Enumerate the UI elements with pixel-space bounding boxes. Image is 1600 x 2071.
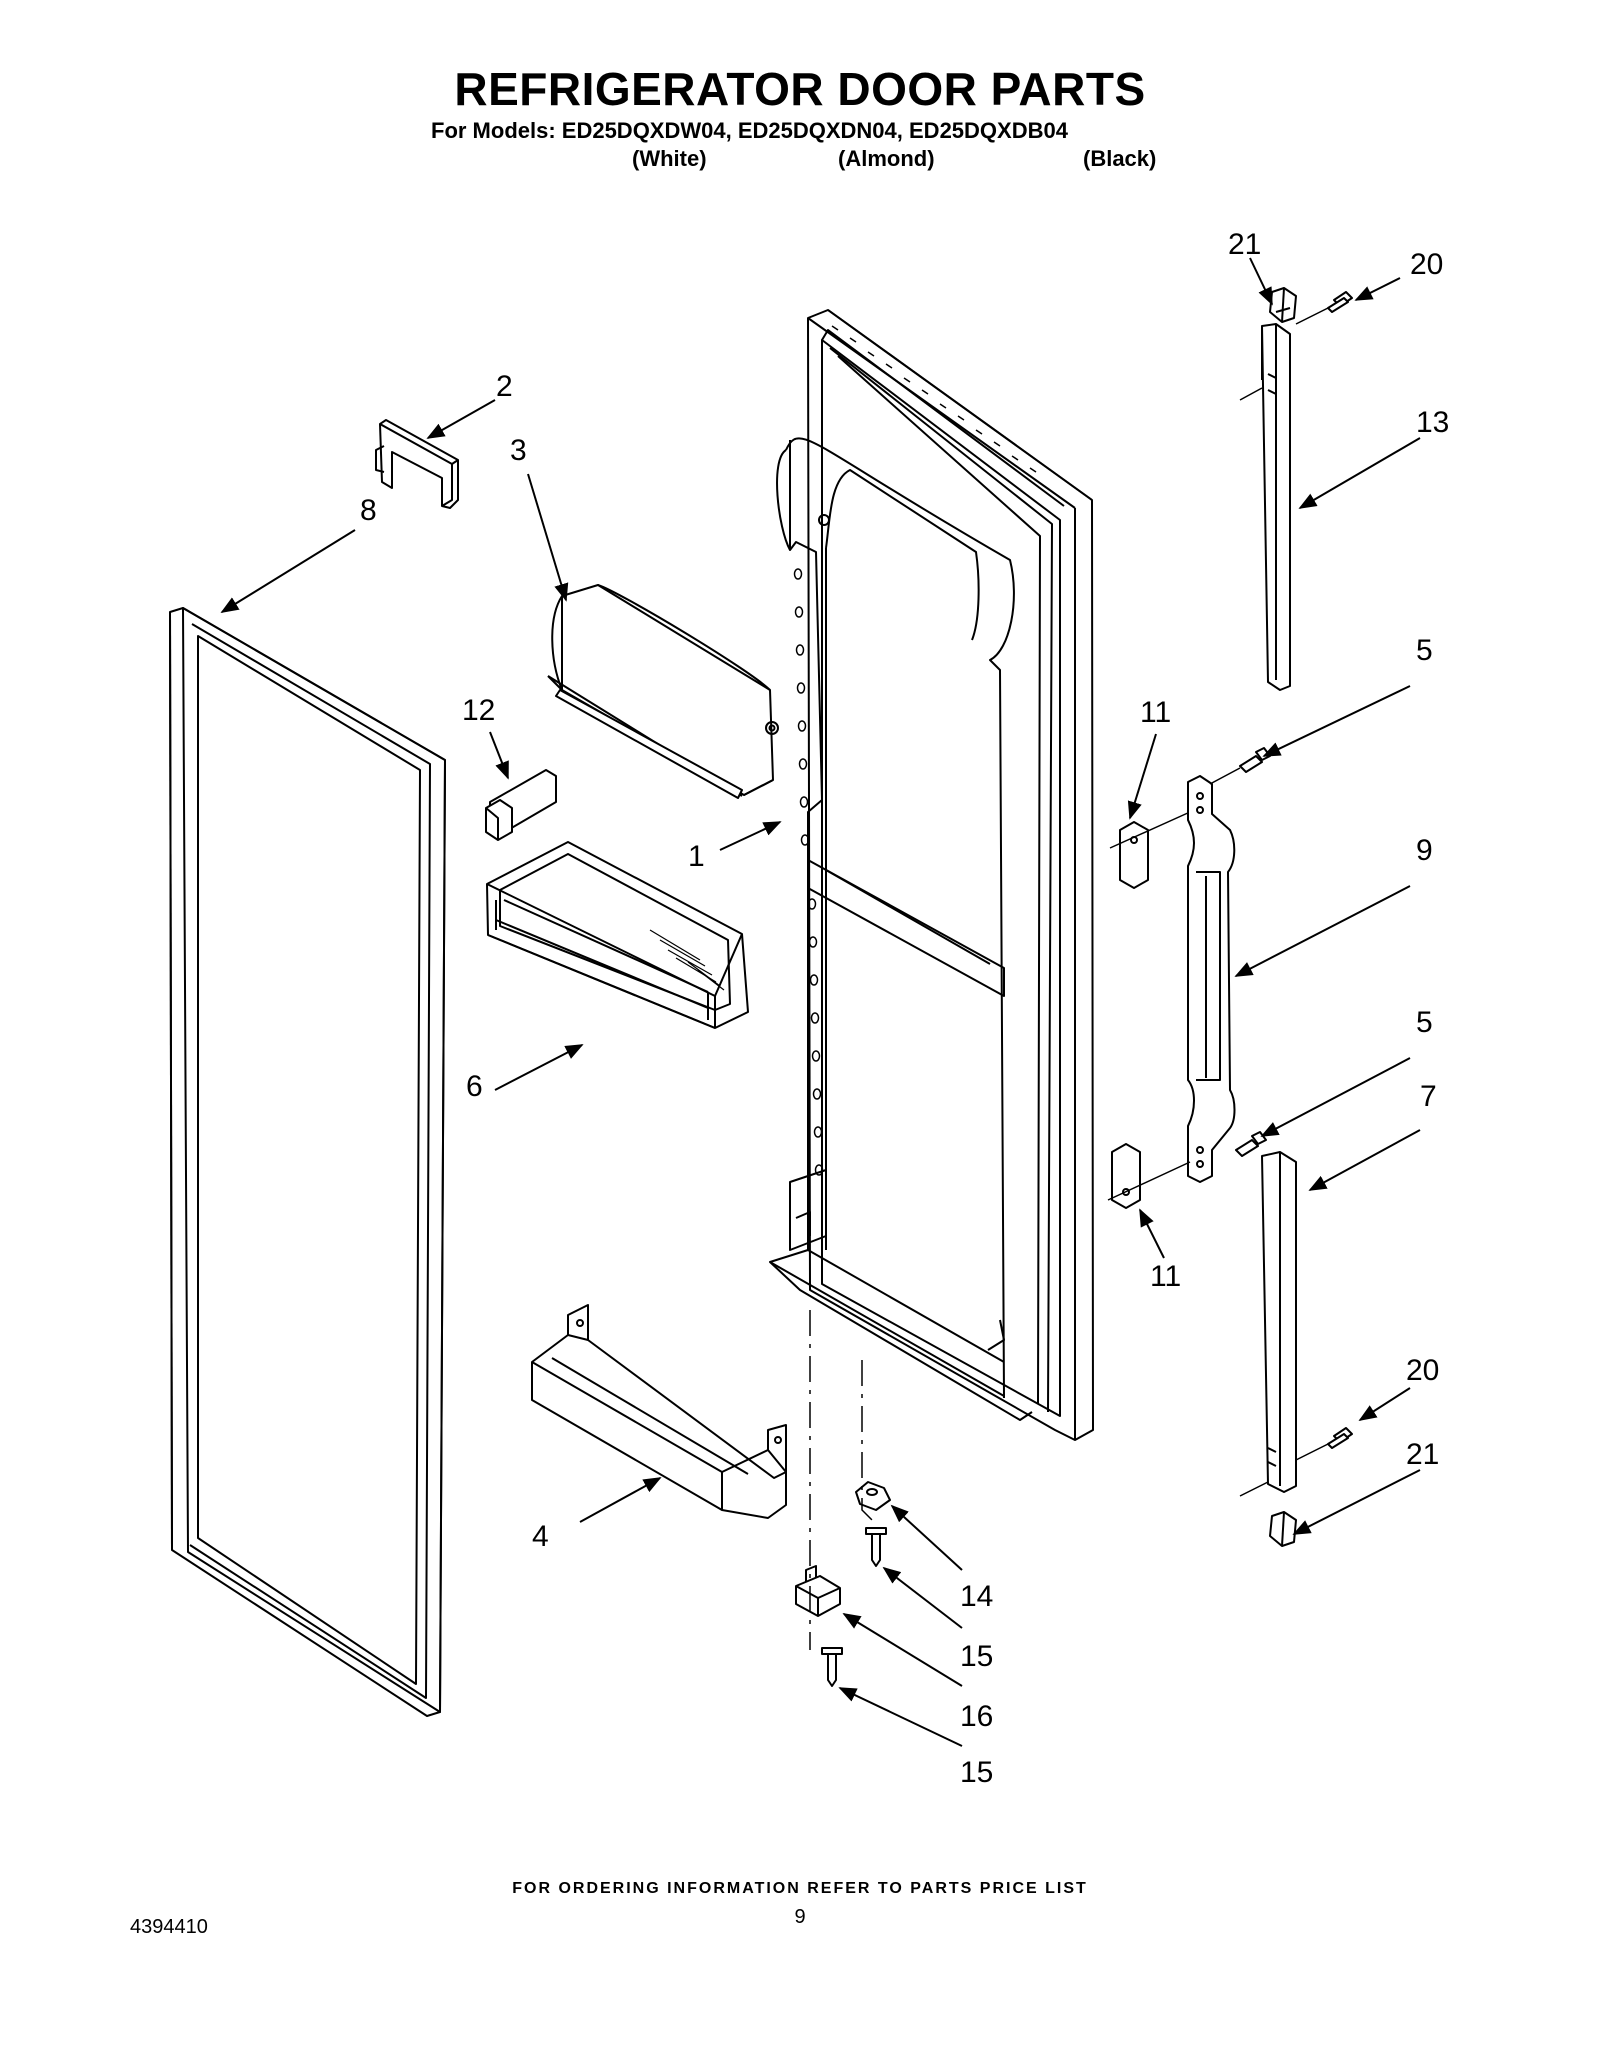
callout-13: 13 [1416,406,1449,439]
handle-shim-top [1109,811,1191,889]
callout-16: 16 [960,1700,993,1733]
callout-9: 9 [1416,834,1433,867]
color-almond: (Almond) [838,146,935,171]
callout-15-lower: 15 [960,1756,993,1789]
callout-21-bottom: 21 [1406,1438,1439,1471]
callout-15-upper: 15 [960,1640,993,1673]
end-cap-top [1269,287,1297,323]
handle-screw-upper [1209,747,1271,785]
callout-20-bottom: 20 [1406,1354,1439,1387]
page-title: REFRIGERATOR DOOR PARTS [454,63,1146,115]
callout-5-upper: 5 [1416,634,1433,667]
callout-5-lower: 5 [1416,1006,1433,1039]
hinge-screw-lower [821,1647,843,1687]
bottom-trim [1239,1151,1297,1497]
callout-11-top: 11 [1140,696,1171,729]
hinge-block [795,1565,841,1617]
callout-12: 12 [462,694,495,727]
shelf-clip [375,419,459,509]
screw-top [1295,291,1353,325]
callout-6: 6 [466,1070,483,1103]
callout-4: 4 [532,1520,549,1553]
handle-screw-lower [1235,1131,1267,1157]
callout-7: 7 [1420,1080,1437,1113]
callout-14: 14 [960,1580,993,1613]
callout-2: 2 [496,370,513,403]
door-bin [486,841,749,1029]
door-liner [769,309,1094,1441]
callout-8: 8 [360,494,377,527]
screw-bottom [1295,1427,1353,1461]
callout-3: 3 [510,434,527,467]
callout-21-top: 21 [1228,228,1261,261]
models-line: For Models: ED25DQXDW04, ED25DQXDN04, ED… [431,118,1068,143]
dairy-door [547,584,779,799]
door-shelf [531,1304,787,1519]
page-number: 9 [794,1906,806,1928]
callout-11-bottom: 11 [1150,1260,1181,1293]
hinge-bushing [855,1481,891,1511]
hinge-screw-upper [865,1527,887,1567]
leader-arrows [220,257,1421,1747]
document-number: 4394410 [130,1916,208,1938]
door-handle [1187,775,1236,1183]
color-black: (Black) [1083,146,1157,171]
top-trim [1239,323,1291,691]
end-cap-bottom [1269,1511,1297,1547]
door-gasket [169,607,446,1717]
bracket-clip [485,769,557,841]
handle-shim-bottom [1107,1143,1191,1209]
callout-20-top: 20 [1410,248,1443,281]
callout-1: 1 [688,840,705,873]
ordering-note: FOR ORDERING INFORMATION REFER TO PARTS … [512,1880,1088,1897]
color-white: (White) [632,146,707,171]
